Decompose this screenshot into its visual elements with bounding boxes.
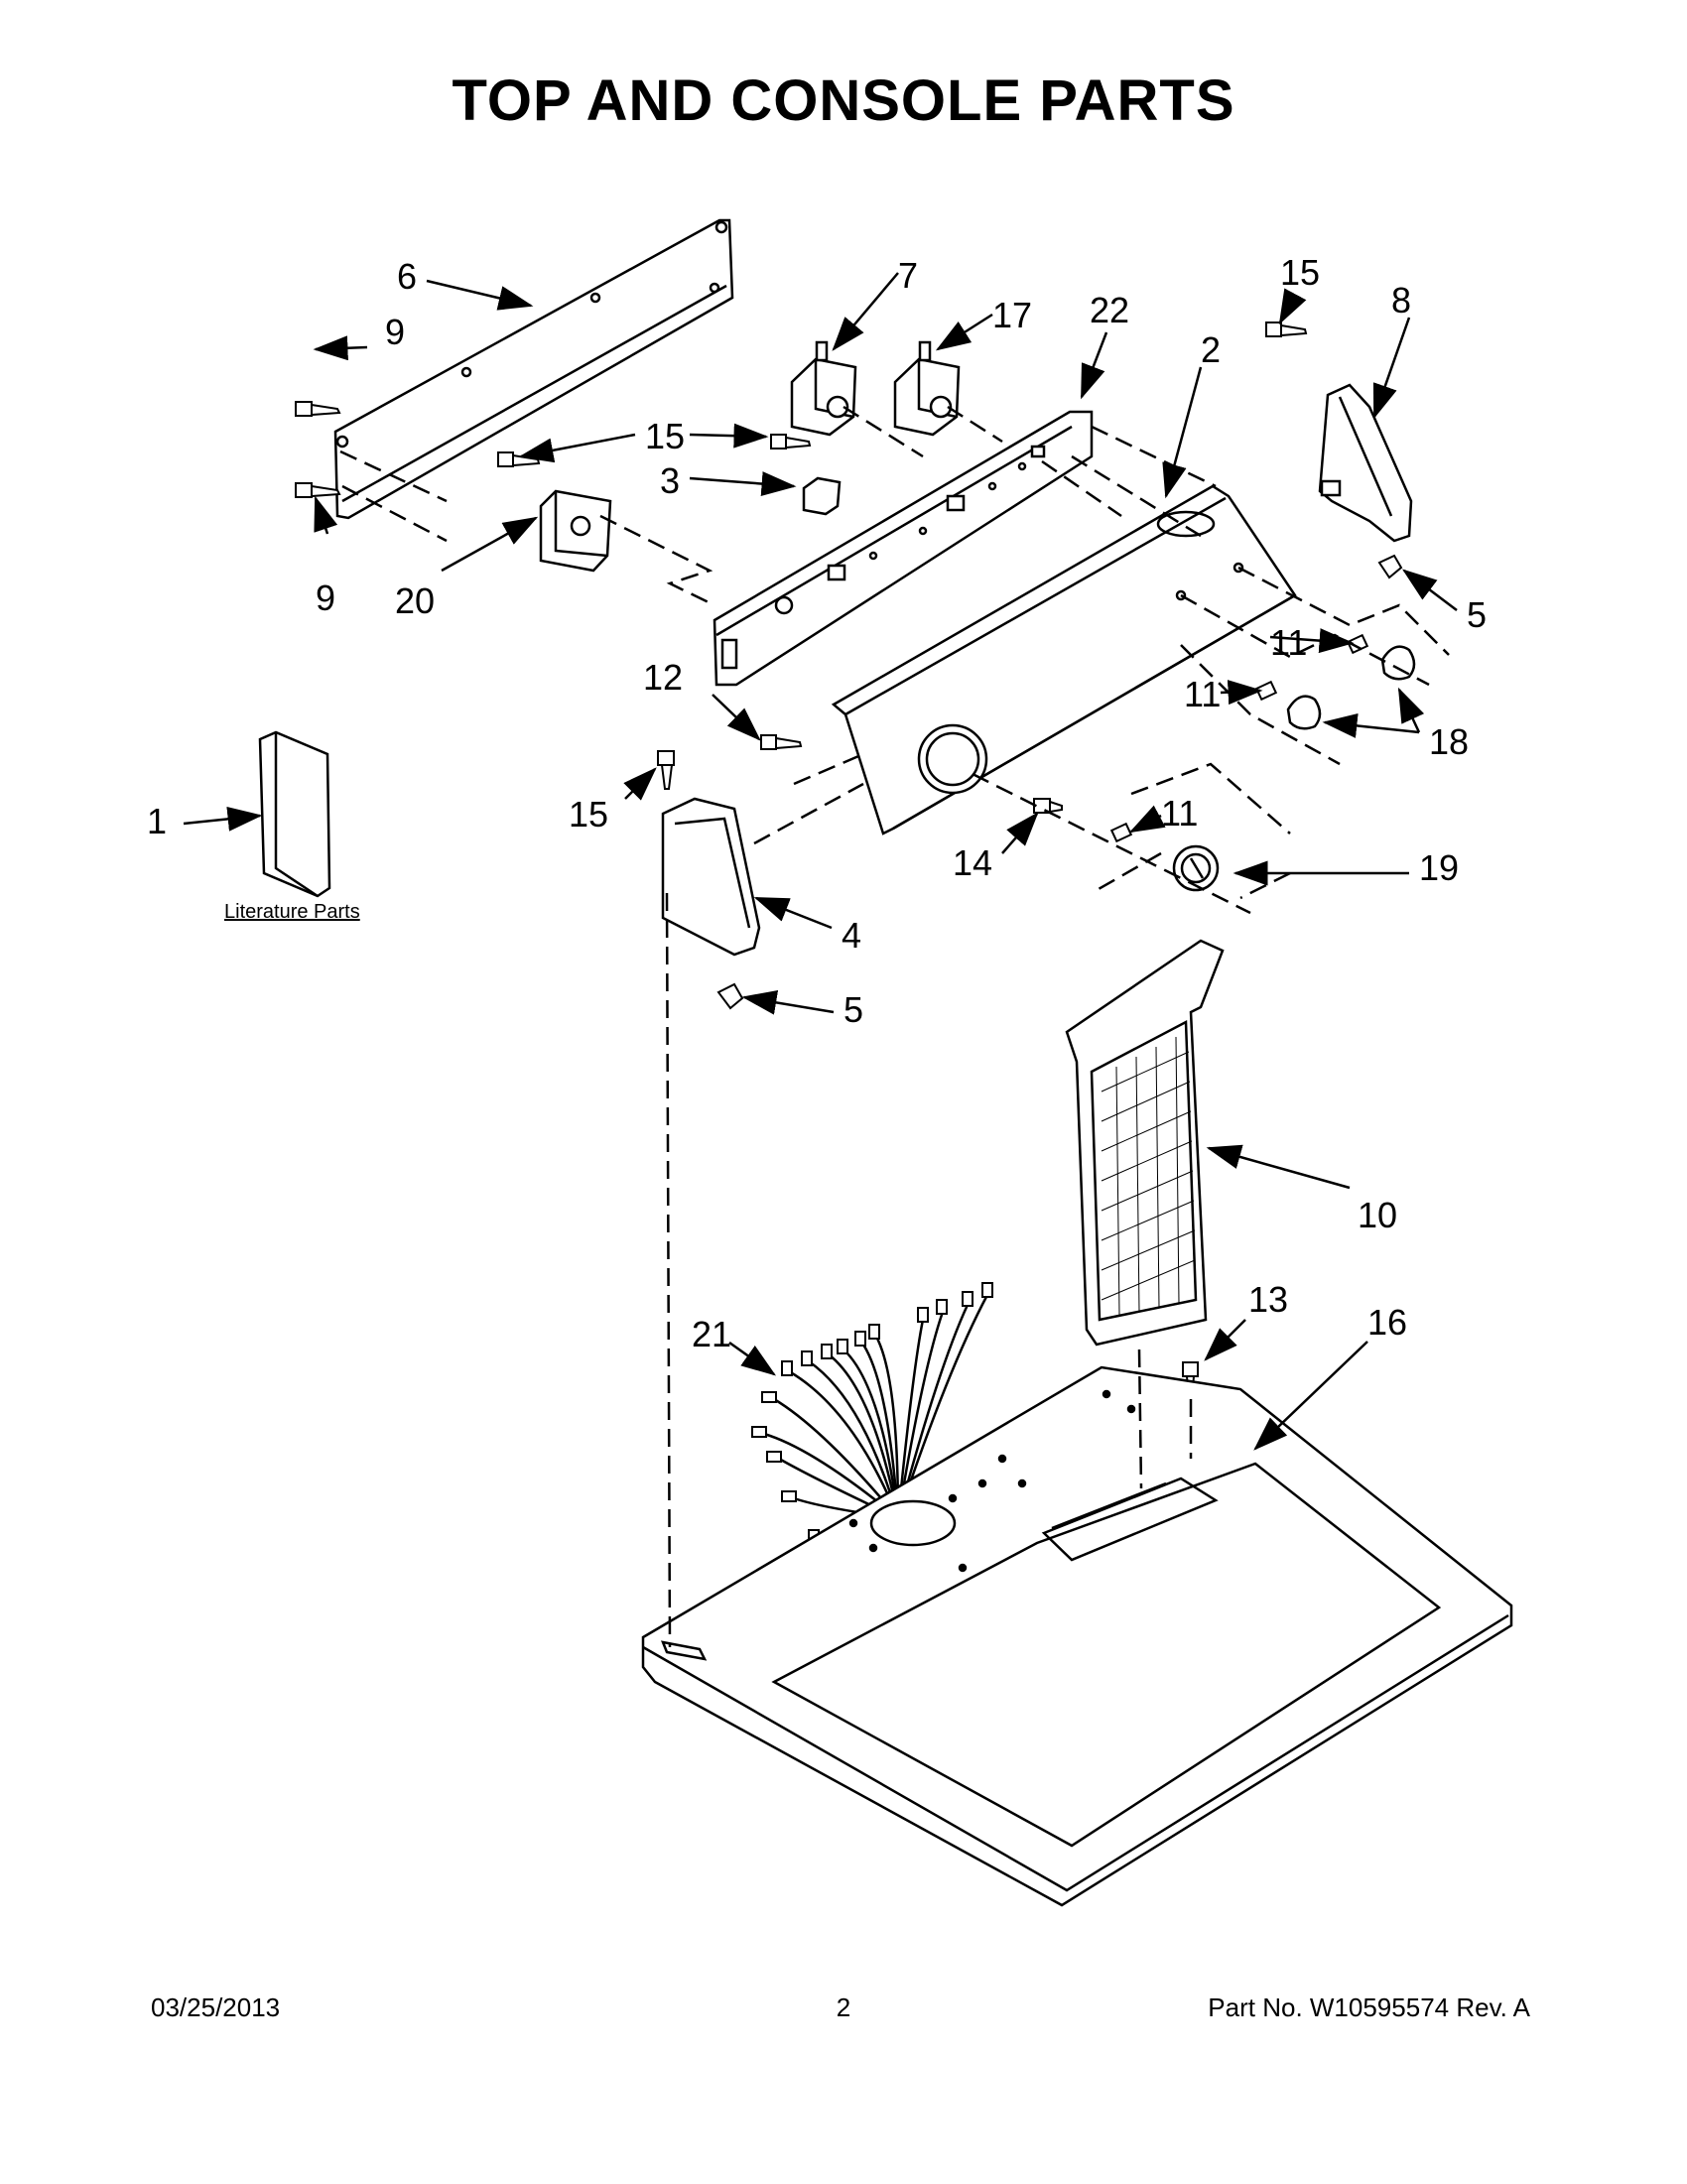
callout-15-left: 15 [569, 794, 608, 835]
console-bracket-part-6 [333, 218, 734, 520]
knob-part-19 [1172, 844, 1220, 892]
literature-part-1 [258, 730, 331, 898]
callout-3: 3 [660, 460, 680, 501]
console-part-2 [831, 484, 1297, 835]
callout-22: 22 [1090, 290, 1129, 330]
callout-14: 14 [953, 842, 992, 883]
callout-6: 6 [397, 256, 417, 297]
callout-13: 13 [1248, 1279, 1288, 1320]
clip-part-5-right [1377, 554, 1403, 579]
top-panel-part-16 [641, 1365, 1513, 1907]
end-cap-part-4 [661, 797, 761, 957]
screw-part-15-left [657, 750, 675, 790]
lint-screen-part-10 [1065, 939, 1225, 1347]
callout-15-center: 15 [645, 416, 685, 456]
callout-11-lower: 11 [1161, 793, 1198, 834]
footer-page-number: 2 [836, 1992, 851, 2022]
page-title: TOP AND CONSOLE PARTS [452, 68, 1235, 133]
timer-part-20 [539, 489, 612, 573]
callout-17: 17 [992, 295, 1032, 335]
screw-part-12 [760, 734, 803, 750]
end-cap-part-8 [1318, 383, 1413, 543]
callout-10: 10 [1358, 1195, 1397, 1235]
screw-part-9-upper [295, 401, 341, 417]
clip-part-5-left [716, 982, 744, 1010]
callout-9-lower: 9 [316, 578, 335, 618]
callout-5-left: 5 [844, 989, 863, 1030]
callout-2: 2 [1201, 329, 1221, 370]
callout-16: 16 [1367, 1302, 1407, 1343]
callout-9-upper: 9 [385, 312, 405, 352]
switch-part-7 [790, 340, 857, 437]
callout-11-upper: 11 [1270, 622, 1307, 663]
callout-20: 20 [395, 580, 435, 621]
switch-part-3 [802, 476, 842, 516]
callout-4: 4 [842, 915, 861, 956]
control-panel-part-22 [713, 410, 1094, 687]
screw-part-9-lower [295, 482, 341, 498]
knob-part-18-upper [1380, 645, 1416, 681]
screw-part-15-center [770, 434, 812, 450]
callout-15-right: 15 [1280, 252, 1320, 293]
screw-part-15-right [1265, 321, 1308, 337]
switch-part-17 [893, 340, 961, 437]
literature-parts-label: Literature Parts [224, 901, 360, 923]
callout-5-right: 5 [1467, 594, 1487, 635]
insert-part-11-c [1109, 822, 1133, 843]
footer-part-number: Part No. W10595574 Rev. A [1208, 1992, 1530, 2022]
callout-11-middle: 11 [1184, 674, 1221, 714]
screw-part-14 [1033, 798, 1063, 814]
callout-18: 18 [1429, 721, 1469, 762]
callout-1: 1 [147, 801, 167, 841]
callout-8: 8 [1391, 280, 1411, 321]
knob-part-18-lower [1286, 695, 1322, 730]
callout-12: 12 [643, 657, 683, 698]
footer-date: 03/25/2013 [151, 1992, 281, 2022]
callout-7: 7 [898, 255, 918, 296]
callout-21: 21 [692, 1314, 731, 1354]
callout-19: 19 [1419, 847, 1459, 888]
